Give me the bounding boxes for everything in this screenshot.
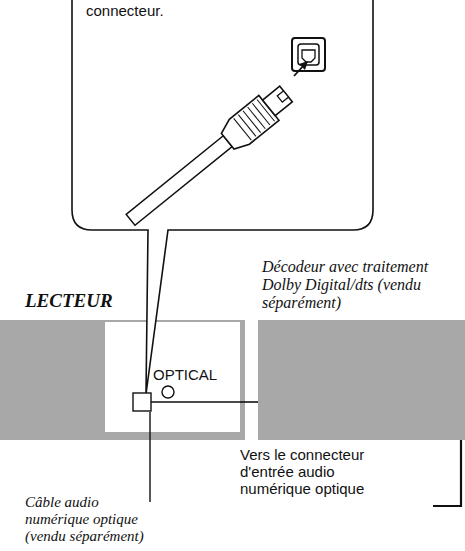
leader-line (149, 412, 150, 502)
optical-plug (121, 82, 297, 233)
optical-socket (292, 38, 325, 76)
cable-label: Câble audio numérique optique (vendu sép… (25, 494, 153, 545)
box-heading: LECTEUR (25, 290, 113, 312)
decoder-box: Décodeur avec traitement Dolby Digital/d… (258, 320, 465, 440)
player-box: OPTICALLECTEUR (0, 320, 245, 440)
optical-jack (133, 393, 151, 411)
cable-wire (151, 401, 240, 403)
panel-label: OPTICAL (152, 366, 218, 383)
callout-text: connecteur. (86, 2, 164, 19)
leader-line (433, 440, 461, 506)
box-heading: Décodeur avec traitement Dolby Digital/d… (262, 258, 434, 312)
connector-panel: OPTICAL (105, 322, 240, 432)
connector-note: Vers le connecteur d'entrée audio numéri… (240, 446, 390, 497)
optical-cable (240, 401, 258, 403)
callout-bubble (72, 0, 373, 394)
indicator-circle (162, 386, 174, 398)
